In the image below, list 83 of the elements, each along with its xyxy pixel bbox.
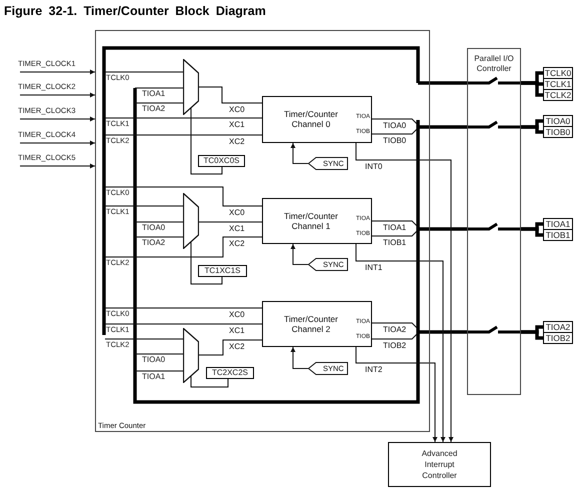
edge-label: INT2 — [365, 365, 382, 374]
signal-line — [190, 242, 222, 284]
edge-label: XC2 — [229, 342, 245, 351]
edge-label: TIOB2 — [383, 341, 406, 350]
bus-line — [133, 86, 469, 404]
signal-line — [372, 118, 418, 124]
pin-box: TIOA1 — [543, 218, 573, 230]
channel-box — [262, 198, 372, 244]
register-box: TC2XC2S — [206, 367, 254, 379]
signal-line — [372, 220, 418, 226]
bus-line — [521, 227, 543, 237]
bus-line — [521, 330, 543, 340]
signal-name: TIOA1 — [135, 88, 175, 98]
signal-line — [190, 376, 228, 388]
channel-box — [262, 96, 372, 143]
pin-box: TIOB2 — [543, 332, 573, 344]
arrow — [20, 164, 96, 168]
container-box — [95, 30, 430, 432]
arrow — [290, 142, 308, 164]
signal-line — [134, 236, 184, 238]
signal-line — [134, 102, 184, 104]
register-box: TC0XC0S — [198, 155, 245, 167]
edge-label: XC1 — [229, 120, 245, 129]
arrow — [356, 142, 454, 442]
register-box: TC1XC1S — [198, 265, 247, 277]
channel-title: Timer/Counter Channel 2 — [282, 314, 339, 334]
arrow — [20, 116, 96, 122]
pin-box: TIOB1 — [543, 229, 573, 241]
signal-line — [372, 128, 418, 134]
channel-box — [262, 301, 372, 347]
arrow — [20, 92, 96, 98]
pin-box: TCLK2 — [543, 89, 573, 101]
pin-box: TIOB0 — [543, 126, 573, 138]
signal-line — [198, 86, 262, 104]
controller-box: Advanced Interrupt Controller — [388, 442, 491, 487]
signal-line — [372, 230, 418, 236]
signal-name: TIOA1 — [135, 371, 175, 381]
pin-box: TCLK1 — [543, 78, 573, 90]
edge-label: TIOB0 — [383, 136, 406, 145]
edge-label: INT0 — [365, 162, 382, 171]
edge-label: XC0 — [229, 310, 245, 319]
pin-box: TIOA2 — [543, 321, 573, 333]
bus-line — [418, 227, 467, 231]
arrow — [20, 140, 96, 146]
bus-line — [521, 125, 543, 134]
arrow — [20, 70, 96, 74]
edge-label: TIOA2 — [383, 325, 406, 334]
signal-line — [372, 322, 418, 328]
bus-line — [102, 46, 469, 337]
signal-line — [104, 134, 262, 136]
edge-label: XC1 — [229, 326, 245, 335]
controller-box: Parallel I/O Controller — [467, 48, 521, 395]
pin-box: TCLK0 — [543, 67, 573, 79]
signal-line — [104, 338, 184, 340]
bus-line — [521, 81, 543, 97]
signal-name: TIOA0 — [135, 222, 175, 232]
signal-line — [372, 334, 418, 340]
pin-box: TIOA0 — [543, 115, 573, 127]
signal-line — [134, 370, 184, 372]
signal-name: TIOA2 — [135, 237, 175, 247]
signal-line — [104, 186, 262, 206]
edge-label: TIOA0 — [383, 121, 406, 130]
edge-label: TIOA1 — [383, 223, 406, 232]
edge-label: XC1 — [229, 224, 245, 233]
bus-line — [418, 330, 467, 334]
arrow — [290, 244, 308, 265]
edge-label: XC2 — [229, 239, 245, 248]
edge-label: XC2 — [229, 137, 245, 146]
signal-name: TIOA2 — [135, 103, 175, 113]
edge-label: TIOB1 — [383, 238, 406, 247]
edge-label: XC0 — [229, 105, 245, 114]
signal-line — [190, 108, 222, 174]
edge-label: XC0 — [229, 208, 245, 217]
edge-label: INT1 — [365, 263, 382, 272]
channel-title: Timer/Counter Channel 1 — [282, 211, 339, 231]
channel-title: Timer/Counter Channel 0 — [282, 109, 339, 129]
arrow — [290, 346, 308, 369]
signal-name: TIOA0 — [135, 354, 175, 364]
arrow — [356, 346, 438, 442]
figure-title: Figure 32-1. Timer/Counter Block Diagram — [4, 4, 266, 18]
signal-line — [198, 340, 262, 356]
arrow — [356, 244, 446, 442]
signal-line — [104, 236, 262, 258]
